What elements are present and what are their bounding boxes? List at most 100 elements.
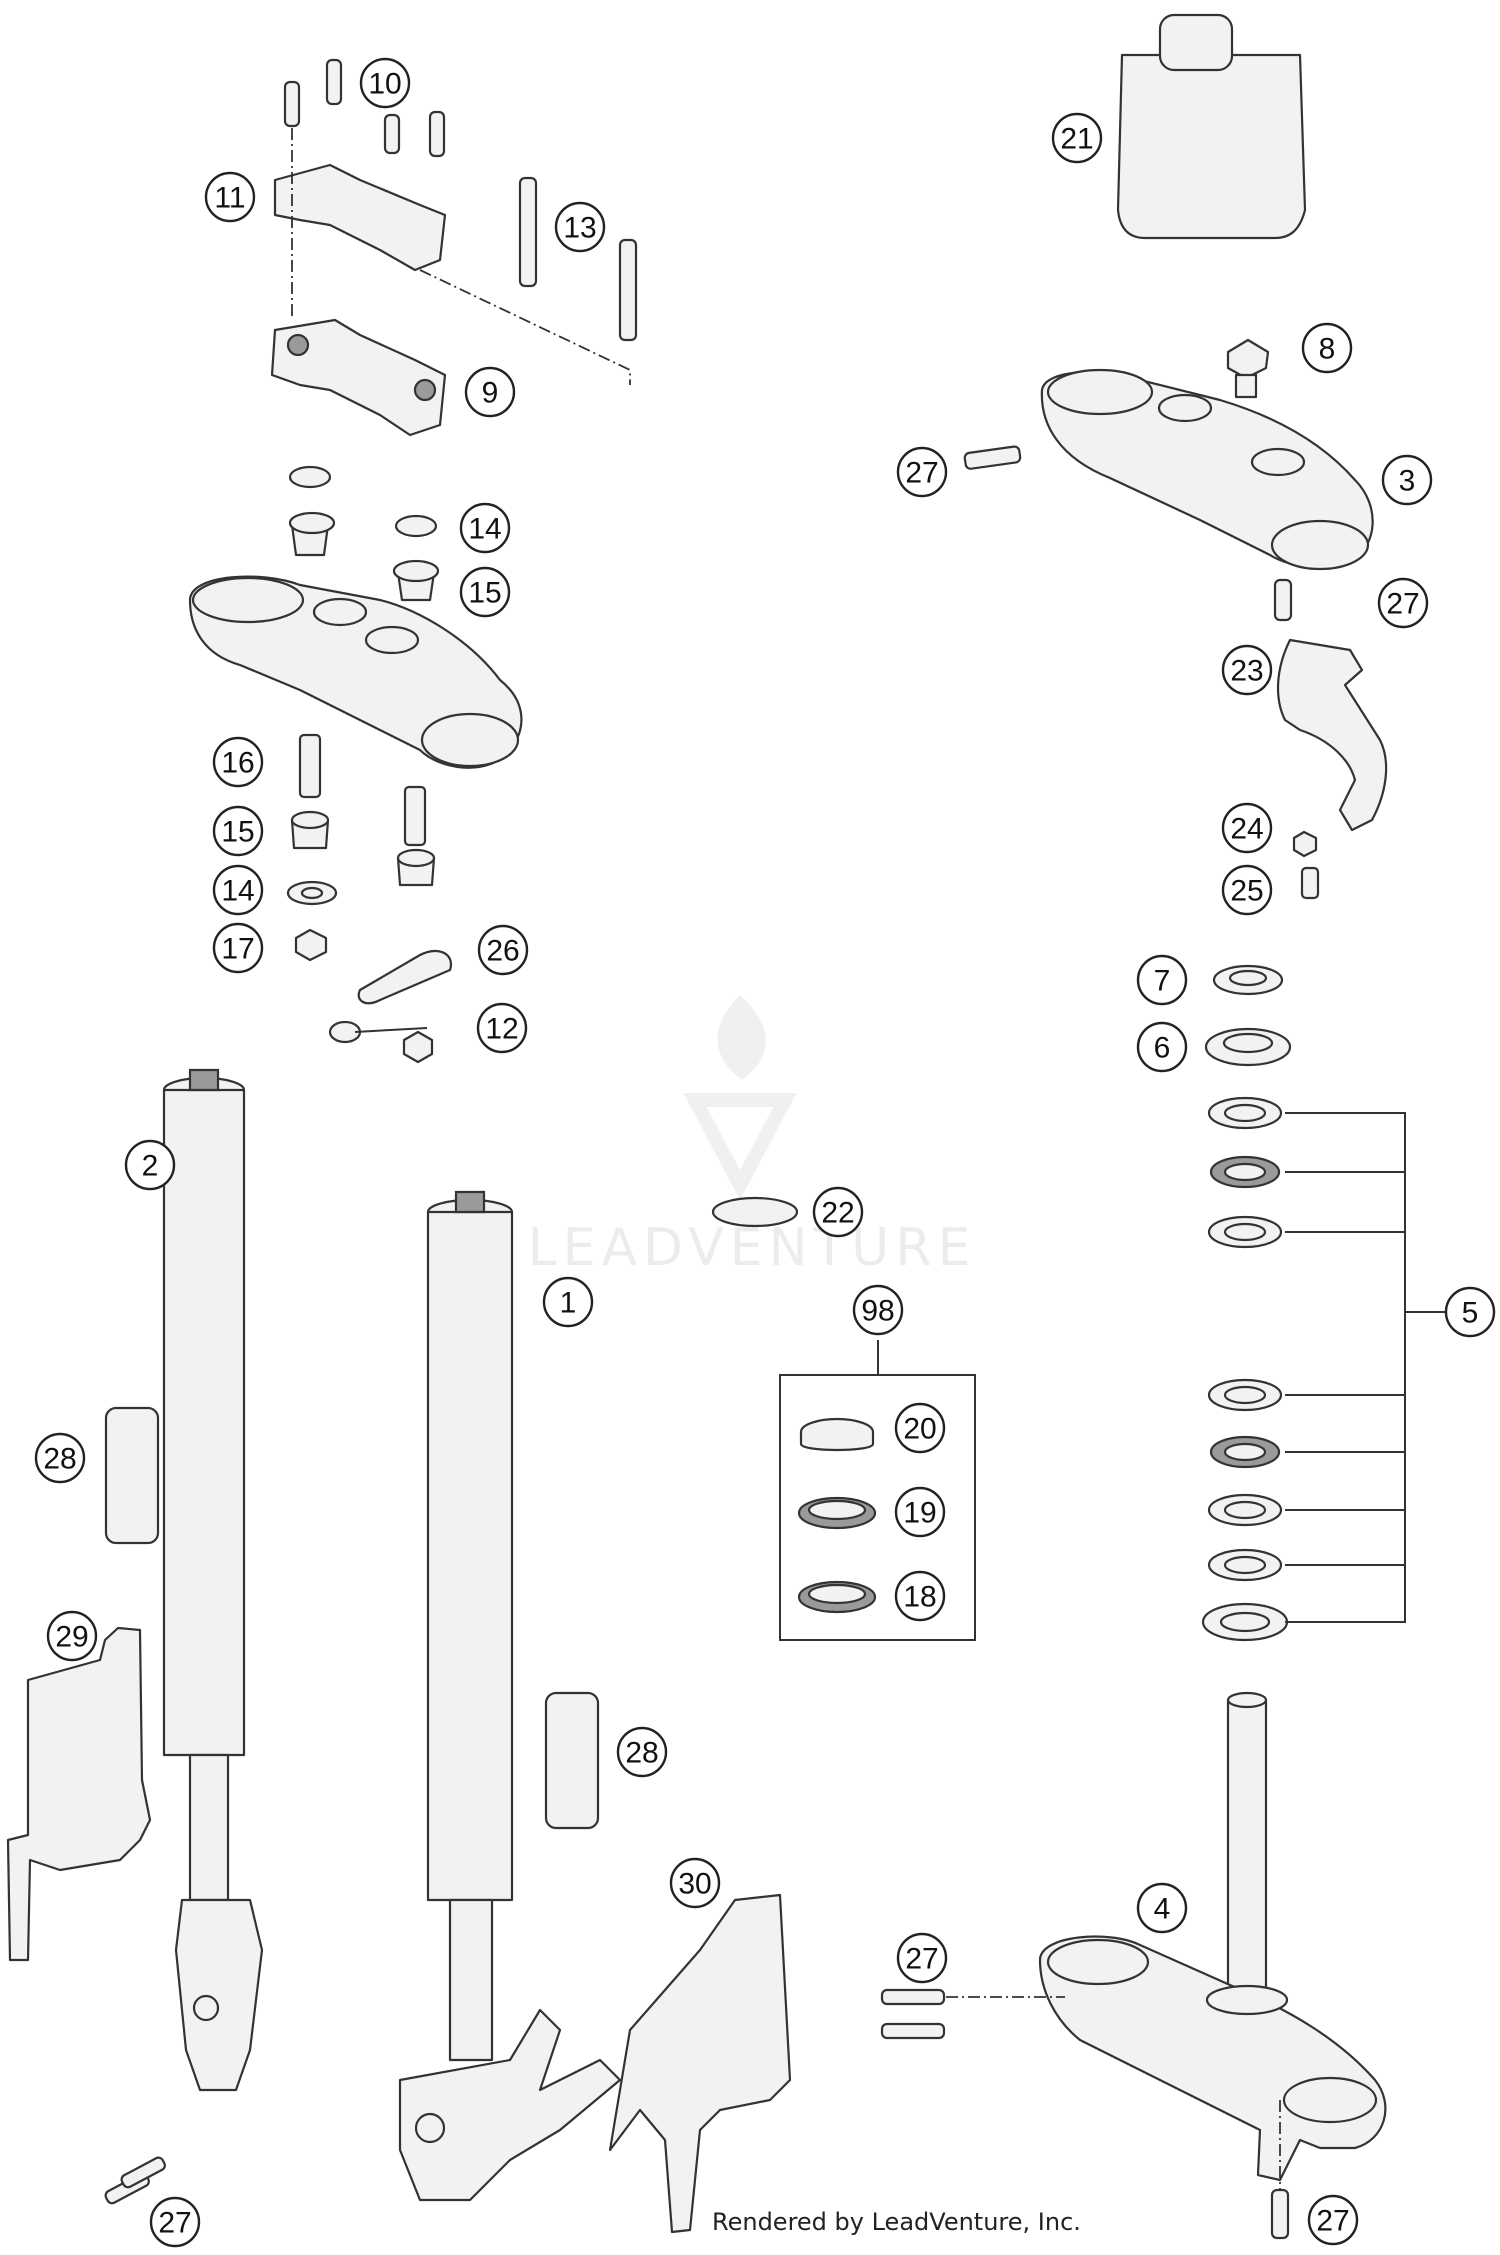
group-bracket-line [1285,1112,1406,1623]
callout-98: 98 [852,1284,904,1336]
callout-2-label: 2 [142,1150,159,1183]
bushing-top-part [290,810,330,830]
callout-24-label: 24 [1230,813,1263,846]
callout-5-label: 5 [1462,1297,1479,1330]
bearing-ring-hole-part [1223,1103,1267,1123]
leader-line [354,1027,428,1033]
bolt-part [880,2022,946,2040]
inner-tube-part [448,1898,494,2062]
callout-19-label: 19 [903,1497,936,1530]
holder-group [1277,638,1388,900]
fork-tube-part [426,1210,514,1902]
callout-3: 3 [1381,454,1433,506]
callout-7: 7 [1136,954,1188,1006]
callout-8-label: 8 [1319,333,1336,366]
callout-27-a-label: 27 [905,457,938,490]
fork-leg-1 [398,1190,622,2202]
steering-stem-part [1226,1698,1268,2002]
callout-27-b-label: 27 [1386,588,1419,621]
washer-part [394,514,438,538]
clamp-bore-part [286,333,310,357]
bushing-top-part [396,848,436,868]
callout-8: 8 [1301,322,1353,374]
fork-bore-part [1046,368,1154,416]
callout-28-b-label: 28 [625,1737,658,1770]
long-bolt-part [618,238,638,342]
bolt-part [1300,866,1320,900]
callout-18: 18 [894,1570,946,1622]
holder-bracket-part [1277,638,1388,832]
axle-lug-part [398,2008,622,2202]
stem-nut-part [1226,338,1270,380]
callout-15-lower-label: 15 [221,816,254,849]
fork-cap-nut-part [454,1190,486,1214]
callout-20-label: 20 [903,1413,936,1446]
callout-25-label: 25 [1230,875,1263,908]
callout-21: 21 [1051,112,1103,164]
pin-part [403,785,427,847]
callout-17: 17 [212,922,264,974]
callout-14-lower: 14 [212,864,264,916]
handlebar-clamp-group [270,58,638,437]
callout-28-a: 28 [34,1432,86,1484]
bolt-part [1270,2188,1290,2240]
inner-tube-part [188,1753,230,1902]
lower-triple-clamp [880,1691,1387,2240]
bushing-top-part [392,559,440,583]
callout-23: 23 [1221,644,1273,696]
seal-ring-part [711,1196,799,1228]
stem-collar-part [1205,1984,1289,2016]
bolt-part [880,1988,946,2006]
callout-4: 4 [1136,1882,1188,1934]
callout-9: 9 [464,366,516,418]
fork-bore-part [1282,2076,1378,2124]
callout-1: 1 [542,1276,594,1328]
callout-15-lower: 15 [212,805,264,857]
triple-clamp-part [1038,1935,1387,2182]
callout-14-upper-label: 14 [468,513,501,546]
bearing-ring-hole-part [1223,1162,1267,1182]
fork-bore-part [1046,1938,1150,1986]
fluid-can [1116,13,1307,240]
callout-29-label: 29 [55,1621,88,1654]
bolt-part [283,80,301,128]
callout-18-label: 18 [903,1581,936,1614]
callout-11-label: 11 [214,182,245,215]
can-body-part [1116,53,1307,240]
callout-22-label: 22 [821,1197,854,1230]
callout-27-c: 27 [896,1932,948,1984]
callout-27-e-label: 27 [158,2207,191,2240]
clamp-bore-part [413,378,437,402]
washer-part [288,465,332,489]
callout-14-upper: 14 [459,502,511,554]
leader-lines [354,1027,428,1033]
fork-guard-part [6,1626,152,1962]
callout-6: 6 [1136,1021,1188,1073]
long-bolt-part [518,176,538,288]
axle-hole-part [192,1994,220,2022]
seal-ring-hole-part [1222,1032,1274,1054]
nut-part [402,1030,434,1064]
callout-29: 29 [46,1610,98,1662]
pin-part [298,733,322,799]
fork-bore-part [191,576,305,624]
bearing-ring-hole-part [1223,1385,1267,1405]
assembly-line [419,269,631,385]
bolt-part [120,2156,166,2189]
protector-part [104,1406,160,1545]
callout-13: 13 [554,201,606,253]
callout-13-label: 13 [563,212,596,245]
upper-triple-clamp-right [963,338,1374,622]
callout-3-label: 3 [1399,465,1416,498]
washer-hole-part [300,886,324,900]
callout-12: 12 [476,1002,528,1054]
stem-bore-part [1157,393,1213,423]
bearing-ring-hole-part [1223,1222,1267,1242]
callout-27-a: 27 [896,446,948,498]
fork-cap-nut-part [188,1068,220,1092]
callout-16-label: 16 [221,747,254,780]
bolt-part [325,58,343,106]
callout-4-label: 4 [1154,1893,1171,1926]
callout-16: 16 [212,736,264,788]
watermark: LEADVENTURE [528,995,970,1278]
